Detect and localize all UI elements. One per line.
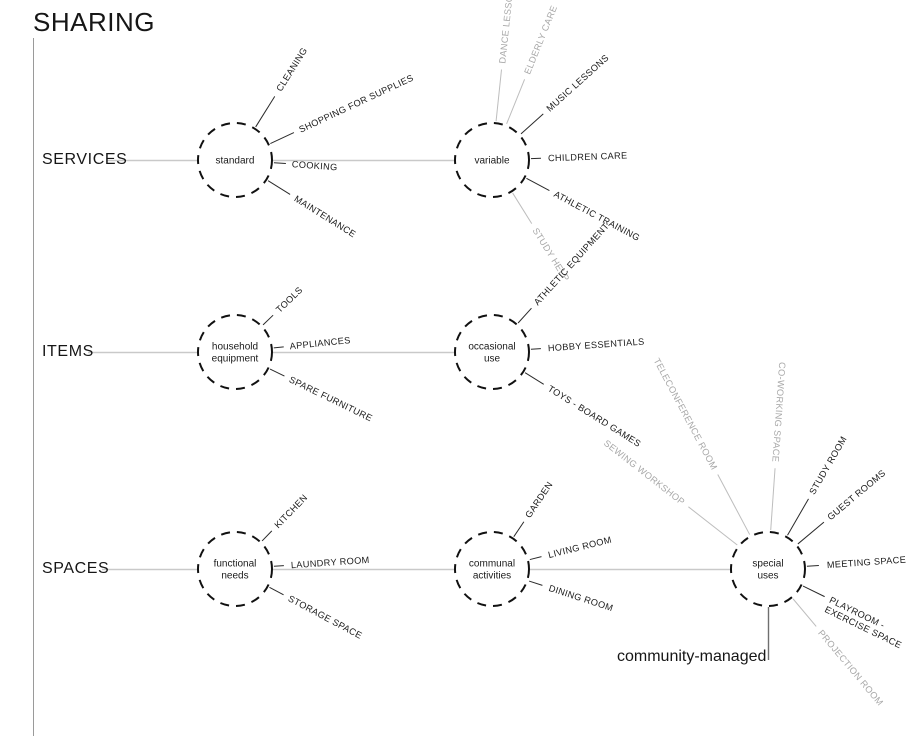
node-label: uses [757, 571, 778, 582]
node-circle[interactable] [197, 314, 273, 390]
spoke-line [512, 192, 533, 224]
spoke-label: MUSIC LESSONS [545, 53, 611, 114]
node-circle[interactable] [454, 531, 530, 607]
spoke-label: CHILDREN CARE [548, 150, 628, 163]
spoke-label: KITCHEN [273, 492, 310, 530]
spoke-label: CLEANING [274, 46, 309, 94]
spoke-line [261, 530, 273, 542]
spoke-label: ELDERLY CARE [522, 4, 559, 76]
spoke-label: DANCE LESSONS [497, 0, 516, 64]
spoke-line [506, 79, 526, 125]
spoke-line [787, 498, 809, 536]
spoke-line [529, 556, 542, 561]
spoke-label: APPLIANCES [289, 335, 351, 351]
node-label: functional [214, 559, 257, 570]
node-circle[interactable] [197, 531, 273, 607]
row-label-items: ITEMS [42, 343, 94, 360]
spoke-line [267, 180, 291, 195]
spoke-line [526, 177, 550, 191]
spoke-line [517, 307, 532, 324]
spoke-label: PROJECTION ROOM [816, 628, 885, 708]
node-label: standard [216, 156, 255, 167]
spoke-line [797, 521, 825, 545]
node-label: activities [473, 571, 511, 582]
spoke-line [530, 348, 541, 350]
spoke-label: SEWING WORKSHOP [602, 438, 687, 507]
node-circle[interactable] [197, 122, 273, 198]
spoke-line [717, 474, 751, 535]
node-label: special [752, 559, 783, 570]
spoke-label: STORAGE SPACE [286, 593, 363, 640]
spoke-line [255, 96, 276, 128]
spoke-line [269, 368, 285, 377]
spoke-label: TELECONFERENCE ROOM [652, 357, 720, 472]
spoke-line [273, 346, 284, 349]
spoke-line [806, 564, 819, 567]
node-label: equipment [212, 354, 259, 365]
node-label: household [212, 342, 258, 353]
node-label: communal [469, 559, 515, 570]
spoke-line [770, 468, 776, 531]
spoke-line [273, 162, 286, 165]
spoke-label: CO-WORKING SPACE [770, 362, 787, 463]
node-label: needs [221, 571, 248, 582]
spoke-label: LAUNDRY ROOM [291, 555, 370, 570]
node-circle[interactable] [454, 314, 530, 390]
spoke-label: GUEST ROOMS [825, 468, 887, 522]
footnote-community-managed: community-managed [617, 648, 766, 665]
node-label: use [484, 354, 501, 365]
spoke-label: STUDY ROOM [807, 434, 848, 496]
spoke-line [273, 565, 284, 567]
spoke-label: TOYS - BOARD GAMES [546, 383, 643, 449]
spoke-label: COOKING [291, 159, 337, 172]
spoke-line [270, 132, 295, 144]
node-label: variable [474, 156, 509, 167]
spoke-line [269, 586, 284, 596]
spoke-label: SPARE FURNITURE [288, 374, 374, 423]
spoke-label: MEETING SPACE [827, 555, 907, 571]
spoke-line [520, 113, 544, 135]
node-circle[interactable] [454, 122, 530, 198]
spoke-label: SHOPPING FOR SUPPLIES [297, 73, 415, 135]
spoke-line [688, 506, 738, 546]
spoke-line [528, 580, 543, 586]
spoke-line [262, 314, 274, 326]
spoke-label: GARDEN [523, 480, 554, 520]
spoke-line [802, 585, 825, 598]
spoke-label: TOOLS [274, 285, 304, 315]
page-title: SHARING [33, 7, 155, 37]
row-label-services: SERVICES [42, 151, 127, 168]
spoke-label: HOBBY ESSENTIALS [548, 337, 645, 354]
spoke-label: DINING ROOM [547, 583, 614, 613]
node-label: occasional [468, 342, 515, 353]
row-label-spaces: SPACES [42, 560, 109, 577]
spoke-line [792, 598, 817, 627]
node-circle[interactable] [730, 531, 806, 607]
spoke-label: MAINTENANCE [292, 194, 357, 240]
spoke-line [524, 372, 544, 385]
spoke-label: LIVING ROOM [547, 535, 613, 560]
spoke-line [495, 69, 503, 122]
spoke-line [513, 521, 525, 537]
